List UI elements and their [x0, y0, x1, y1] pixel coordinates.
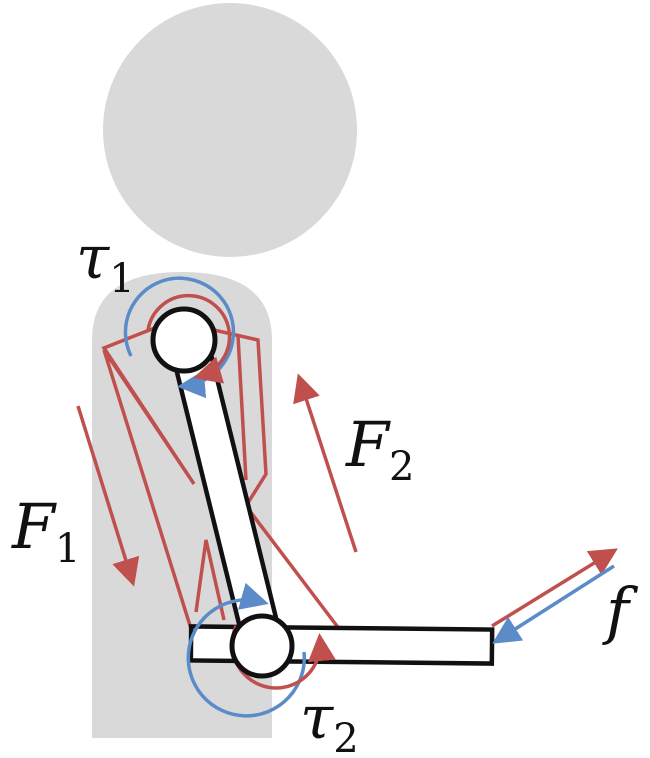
muscle-flexor-left — [101, 316, 196, 633]
muscle-extensor-upper — [236, 335, 248, 481]
tau2-label: τ2 — [300, 683, 359, 758]
shoulder-joint — [150, 306, 218, 374]
elbow-torque-blue-arc — [186, 582, 307, 718]
force-f2-arrow — [293, 373, 358, 553]
tau1-label: τ1 — [76, 223, 135, 302]
tau1-subscript: 1 — [109, 256, 134, 302]
muscle-flexor-mid — [194, 539, 226, 621]
f2-subscript: 2 — [389, 444, 414, 490]
force-f1-arrow — [76, 405, 140, 587]
end-force-blue-arrow — [492, 564, 615, 644]
f2-symbol: F — [345, 408, 391, 481]
f2-label: F2 — [345, 408, 414, 490]
f1-subscript: 1 — [55, 526, 80, 572]
muscle-extensor-right — [213, 328, 342, 632]
head-silhouette — [103, 3, 357, 257]
tau2-subscript: 2 — [333, 716, 358, 758]
end-force-label: f — [602, 574, 639, 647]
tau1-symbol: τ — [76, 223, 110, 293]
torso-silhouette — [92, 272, 272, 738]
elbow-joint — [229, 613, 295, 679]
shoulder-torque-red-arc — [146, 293, 232, 384]
end-force-red-arrow — [491, 548, 618, 628]
f1-symbol: F — [11, 490, 57, 563]
tau2-symbol: τ — [300, 683, 334, 753]
f1-label: F1 — [11, 490, 80, 572]
